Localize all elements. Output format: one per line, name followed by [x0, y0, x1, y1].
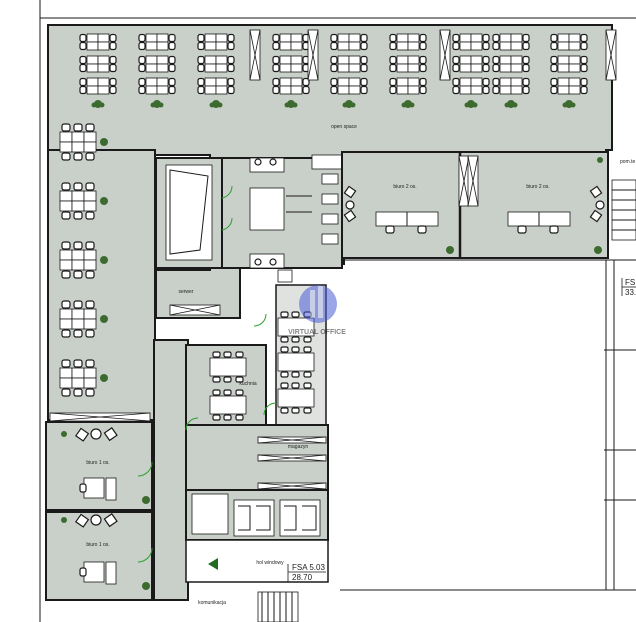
office-biuro-2 — [341, 151, 609, 259]
label-hol-windowy: hol windowy — [256, 560, 284, 566]
label-biuro-2-left: biuro 2 os. — [393, 184, 416, 190]
label-pom-te: pom.te — [620, 159, 636, 165]
label-magazyn: magazyn — [288, 444, 309, 450]
lift-arrow-icon — [208, 558, 218, 570]
fsa-marker-right: FS 33. — [621, 278, 636, 297]
core-rooms — [165, 154, 343, 316]
fsa-code: FSA 5.03 — [292, 563, 325, 572]
office-biuro-1b — [45, 511, 153, 601]
label-kuchnia: kuchnia — [239, 381, 256, 387]
desk-pods-left — [49, 123, 151, 422]
label-biuro-1-bottom: biuro 1 os. — [86, 542, 109, 548]
lift-hall-area — [185, 539, 329, 583]
single-office-furniture — [61, 427, 150, 590]
building-outline — [39, 0, 636, 622]
fsa-right-area: 33. — [625, 288, 636, 297]
stairs — [257, 179, 636, 622]
watermark-text: VIRTUAL OFFICE — [288, 329, 346, 336]
label-open-space: open space — [331, 124, 357, 130]
label-biuro-2-right: biuro 2 os. — [526, 184, 549, 190]
storage-shelves — [257, 436, 327, 490]
corridor-area — [153, 339, 189, 601]
watermark-logo: VIRTUAL OFFICE — [288, 285, 346, 336]
lifts — [191, 493, 321, 537]
label-biuro-1-top: biuro 1 os. — [86, 460, 109, 466]
label-serwer: serwer — [178, 289, 193, 295]
door-swings — [137, 185, 277, 563]
fsa-area: 28.70 — [292, 573, 313, 582]
fsa-right-code: FS — [625, 278, 635, 287]
fsa-marker: FSA 5.03 28.70 — [287, 563, 326, 582]
label-komunikacja: komunikacja — [198, 600, 226, 606]
